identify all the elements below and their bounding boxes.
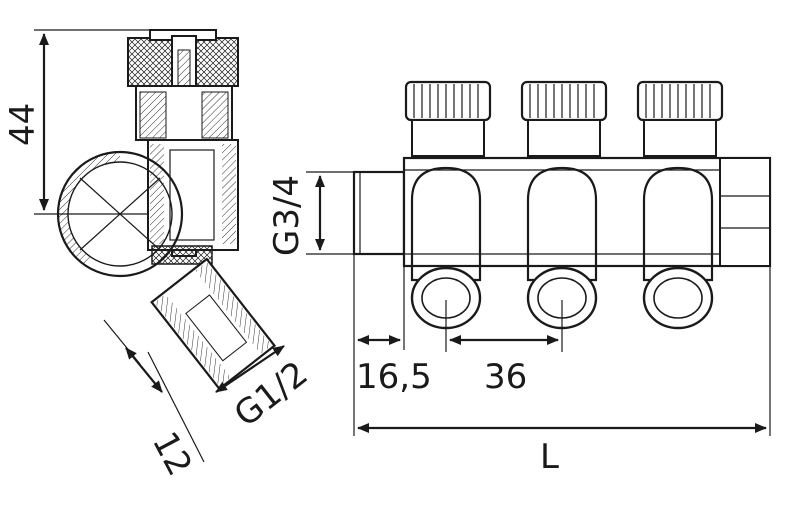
knob-3-ribs <box>645 84 711 118</box>
dim-12-label: 12 <box>144 425 200 482</box>
outlet-2 <box>520 80 608 330</box>
neck-left-wall <box>150 144 164 244</box>
valve-section-view: G1/2 12 <box>34 29 315 482</box>
dim-36-label: 36 <box>484 357 527 397</box>
knob-2-ribs <box>529 84 595 118</box>
dim-g34-label: G3/4 <box>267 175 307 256</box>
outlet-left-wall <box>154 293 231 387</box>
elbow-3 <box>642 166 714 282</box>
outlet-3 <box>636 80 724 330</box>
pipe-body-wall <box>58 152 120 214</box>
bonnet-left-hatch <box>139 91 167 139</box>
neck-right-wall <box>222 144 236 244</box>
neck-core <box>169 149 215 241</box>
bonnet-1 <box>411 119 485 157</box>
bonnet-3 <box>643 119 717 157</box>
pipe-body-wall-2 <box>57 214 92 266</box>
outlet-right-wall <box>195 261 272 355</box>
elbow-2 <box>526 166 598 282</box>
manifold-thread-stub <box>352 170 406 256</box>
dim-l-label: L <box>540 437 559 477</box>
dim-16-5-label: 16,5 <box>356 357 432 397</box>
knob-1-ribs <box>413 84 479 118</box>
female-end <box>719 157 771 267</box>
outlet-1 <box>404 80 492 330</box>
elbow-1 <box>410 166 482 282</box>
dim-12-line <box>125 347 163 393</box>
port-3-inner <box>653 277 703 319</box>
bonnet-right-hatch <box>201 91 229 139</box>
bonnet-2 <box>527 119 601 157</box>
dim-44-label: 44 <box>3 103 43 146</box>
manifold-front-view: G3/4 16,5 36 L <box>267 80 772 477</box>
pipe-centerline-b <box>79 177 161 251</box>
dim-g12-line <box>215 345 285 393</box>
